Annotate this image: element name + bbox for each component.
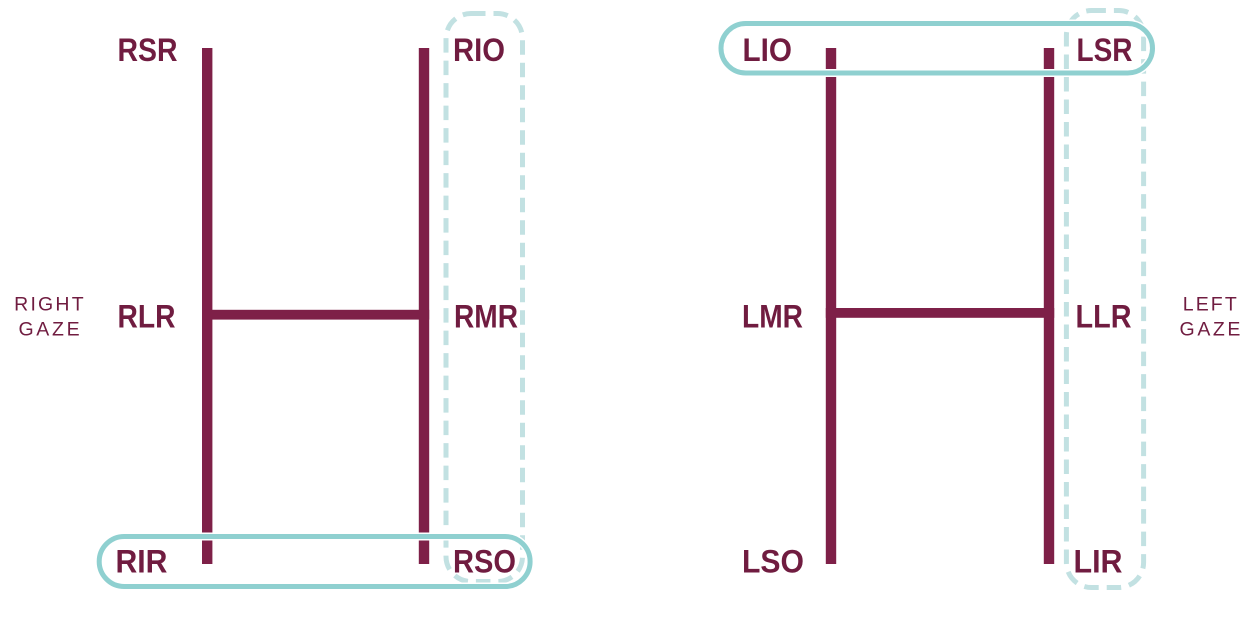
svg-text:RIR: RIR	[116, 544, 168, 580]
svg-text:LIR: LIR	[1074, 544, 1123, 580]
svg-text:GAZE: GAZE	[1180, 319, 1244, 341]
svg-text:LEFT: LEFT	[1183, 294, 1239, 316]
svg-text:LSR: LSR	[1077, 32, 1133, 68]
svg-text:RSO: RSO	[453, 544, 516, 580]
svg-text:RIO: RIO	[453, 32, 505, 68]
svg-text:GAZE: GAZE	[18, 319, 82, 341]
svg-text:LMR: LMR	[742, 299, 803, 335]
svg-text:RIGHT: RIGHT	[14, 294, 86, 316]
svg-text:LLR: LLR	[1076, 299, 1132, 335]
svg-text:LIO: LIO	[743, 32, 793, 68]
svg-text:RMR: RMR	[454, 299, 518, 335]
svg-text:LSO: LSO	[742, 544, 804, 580]
svg-text:RLR: RLR	[118, 299, 176, 335]
svg-text:RSR: RSR	[118, 32, 178, 68]
